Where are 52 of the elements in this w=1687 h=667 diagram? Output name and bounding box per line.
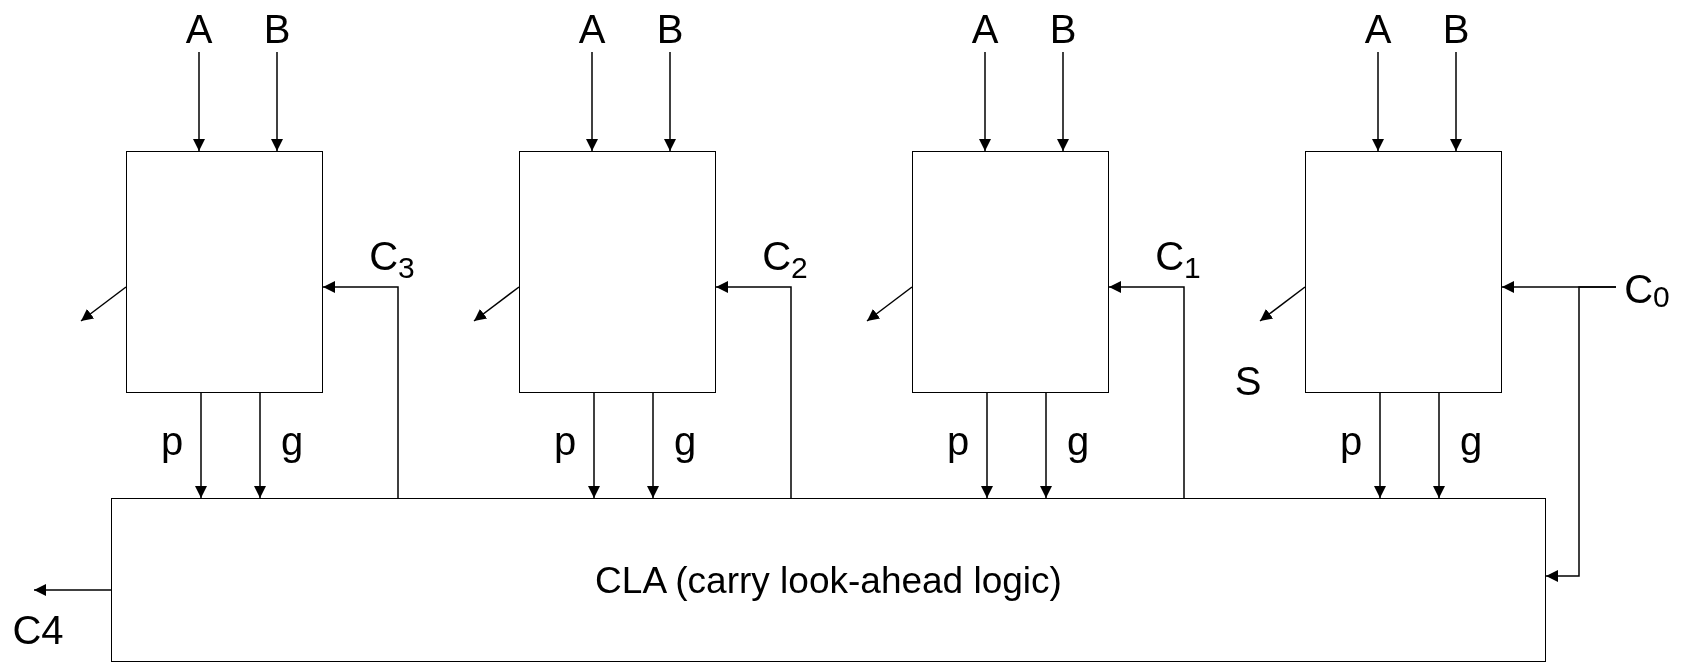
arrow: [1374, 392, 1386, 499]
signal-label: B: [1436, 6, 1476, 52]
signal-label: B: [1043, 6, 1083, 52]
arrow: [1040, 392, 1052, 499]
edge-label: p: [1339, 421, 1363, 461]
edge-label: p: [946, 421, 970, 461]
arrow: [588, 392, 600, 499]
arrow: [1057, 51, 1069, 152]
edge-label: g: [1066, 421, 1090, 461]
edge-label: C$_{1}$: [1155, 236, 1201, 276]
arrow: [715, 281, 792, 499]
adder-block: [912, 151, 1109, 393]
arrow: [271, 51, 283, 152]
arrow: [586, 51, 598, 152]
signal-label: A: [1358, 6, 1398, 52]
logic-block: CLA (carry look-ahead logic): [111, 498, 1546, 662]
arrow: [80, 286, 127, 322]
edge-label: C4: [12, 610, 64, 650]
signal-label: A: [179, 6, 219, 52]
arrow: [1259, 286, 1306, 322]
edge-label: p: [160, 421, 184, 461]
adder-block: [126, 151, 323, 393]
signal-label: C$_{0}$: [1616, 264, 1678, 314]
signal-label: B: [650, 6, 690, 52]
edge-label: p: [553, 421, 577, 461]
edge-label: C$_{2}$: [762, 236, 808, 276]
arrow: [1545, 286, 1617, 582]
adder-block: [1305, 151, 1502, 393]
arrow: [1433, 392, 1445, 499]
arrow: [1372, 51, 1384, 152]
adder-block: [519, 151, 716, 393]
arrow: [193, 51, 205, 152]
arrow: [322, 281, 399, 499]
arrow: [195, 392, 207, 499]
edge-label: S: [1234, 361, 1262, 401]
edge-label: g: [673, 421, 697, 461]
arrow: [979, 51, 991, 152]
arrow: [33, 584, 112, 596]
signal-label: A: [965, 6, 1005, 52]
edge-label: g: [280, 421, 304, 461]
arrow: [647, 392, 659, 499]
arrow: [1108, 281, 1185, 499]
edge-label: C$_{3}$: [369, 236, 415, 276]
arrow: [866, 286, 913, 322]
signal-label: B: [257, 6, 297, 52]
signal-label: A: [572, 6, 612, 52]
arrow: [664, 51, 676, 152]
arrow: [981, 392, 993, 499]
arrow: [473, 286, 520, 322]
arrow: [254, 392, 266, 499]
edge-label: g: [1459, 421, 1483, 461]
arrow: [1450, 51, 1462, 152]
